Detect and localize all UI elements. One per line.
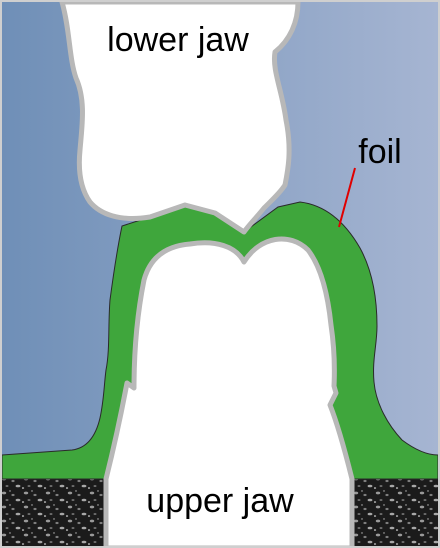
lower-jaw-label: lower jaw [107, 21, 249, 59]
foil-label: foil [358, 133, 401, 171]
bone-right [352, 478, 438, 546]
bone-left [2, 478, 110, 546]
upper-jaw-label: upper jaw [146, 482, 294, 520]
